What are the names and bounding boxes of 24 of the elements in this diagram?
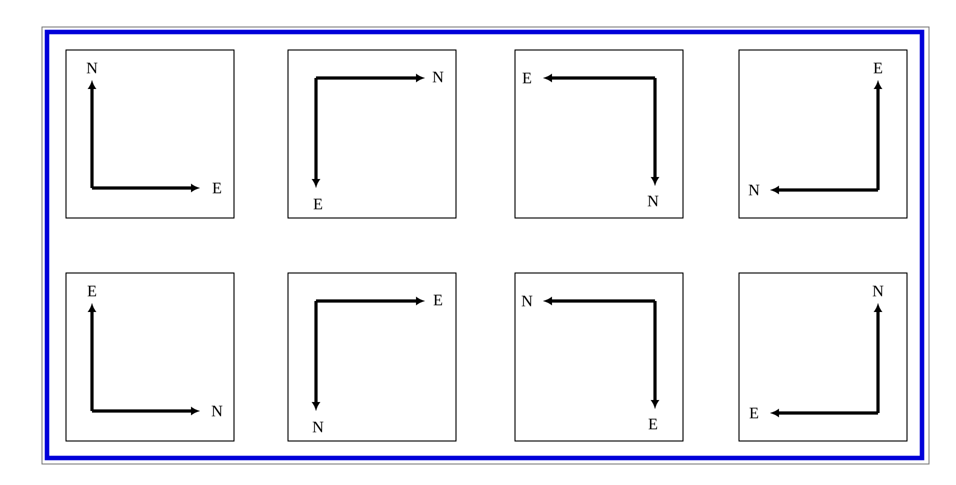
- compass-box: [288, 50, 456, 218]
- axis-letter: E: [434, 294, 442, 306]
- axis-letter: N: [312, 422, 324, 432]
- compass-box: [514, 50, 684, 218]
- axis-letter: N: [432, 72, 444, 82]
- axis-letter: N: [648, 196, 658, 206]
- axis-letter: E: [648, 418, 658, 430]
- axis-letter: E: [750, 408, 758, 418]
- compass-box: [738, 50, 908, 218]
- compass-box: [66, 50, 234, 218]
- axis-letter: N: [748, 184, 760, 196]
- axis-letter: E: [874, 62, 882, 74]
- axis-letter: E: [88, 286, 96, 296]
- axis-letter: E: [212, 182, 222, 194]
- compass-box: [514, 272, 684, 442]
- axis-letter: N: [212, 406, 222, 416]
- compass-box: [288, 272, 456, 442]
- axis-letter: N: [86, 62, 98, 74]
- axis-letter: E: [314, 198, 322, 210]
- axis-letter: N: [522, 296, 532, 306]
- compass-box: [738, 272, 908, 442]
- axis-letter: E: [522, 72, 532, 84]
- compass-box: [66, 272, 234, 442]
- axis-letter: N: [872, 286, 884, 296]
